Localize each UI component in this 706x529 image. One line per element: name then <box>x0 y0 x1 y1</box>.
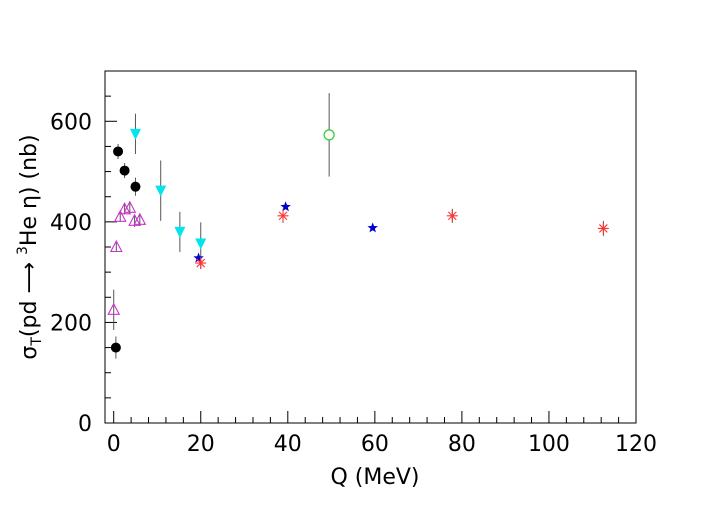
x-tick-label: 0 <box>107 432 121 457</box>
x-tick-label: 80 <box>448 432 476 457</box>
open-triangle-marker <box>123 200 137 213</box>
filled-down-triangle-marker <box>129 128 141 140</box>
open-triangle-marker <box>113 209 127 222</box>
data-marks <box>107 93 609 359</box>
open-triangle-marker <box>118 202 131 215</box>
filled-circle-marker <box>110 342 121 353</box>
plot-frame <box>104 70 637 424</box>
filled-star-marker <box>367 222 378 233</box>
filled-circle-marker <box>119 165 130 176</box>
y-tick-label: 600 <box>50 110 92 135</box>
asterisk-marker <box>597 222 609 234</box>
y-axis-label: σT(pd ⟶ 3He η) (nb) <box>15 134 45 359</box>
y-label-body: (pd ⟶ <box>17 255 42 337</box>
asterisk-marker <box>446 210 458 222</box>
x-tick-label: 40 <box>274 432 302 457</box>
y-tick-label: 0 <box>78 412 92 437</box>
y-tick-label: 200 <box>50 311 92 336</box>
asterisk-marker <box>195 257 207 269</box>
filled-circle-marker <box>130 181 141 192</box>
asterisk-marker <box>277 210 289 222</box>
filled-star-marker <box>280 201 291 212</box>
filled-down-triangle-marker <box>195 238 207 250</box>
filled-star-marker <box>193 252 204 263</box>
open-triangle-marker <box>109 239 123 253</box>
open-triangle-marker <box>107 302 121 315</box>
filled-down-triangle-marker <box>174 226 186 238</box>
x-tick-label: 120 <box>615 432 657 457</box>
y-axis-ticks: 0 200 400 600 <box>50 95 117 437</box>
open-circle-marker <box>323 129 335 141</box>
x-tick-label: 100 <box>528 432 570 457</box>
filled-down-triangle-marker <box>155 185 167 197</box>
x-tick-label: 60 <box>361 432 389 457</box>
x-axis-label: Q (MeV) <box>330 465 419 490</box>
filled-circle-marker <box>113 146 124 157</box>
y-tick-label: 400 <box>50 211 92 236</box>
y-label-sub: T <box>29 337 45 347</box>
x-axis-ticks: 0 20 40 60 80 100 120 <box>107 411 657 457</box>
open-triangle-marker <box>128 213 142 226</box>
x-tick-label: 20 <box>187 432 215 457</box>
y-label-sup: 3 <box>15 246 31 255</box>
open-triangle-marker <box>133 212 147 225</box>
y-label-body2: He η) (nb) <box>17 134 42 246</box>
y-label-sigma: σ <box>17 346 42 360</box>
